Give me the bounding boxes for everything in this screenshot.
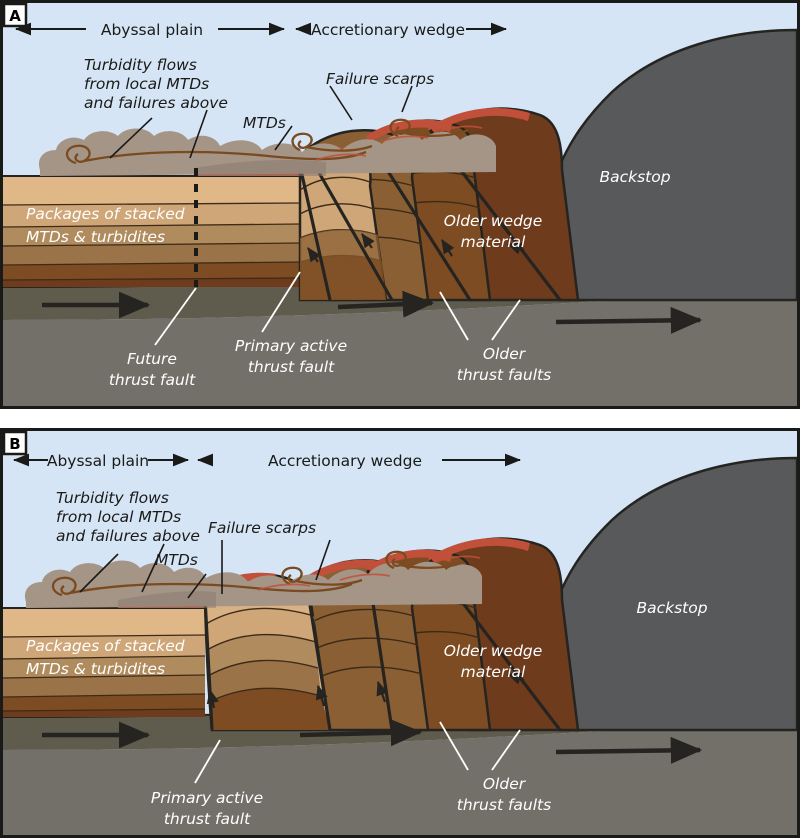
leader-lines-black-b <box>79 539 331 599</box>
turbidity-cloud-a <box>38 128 497 176</box>
label-backstop-b: Backstop <box>636 599 707 617</box>
leader-lines-white-a <box>154 271 521 346</box>
panel-letter-b: B <box>9 435 20 453</box>
header-accretionary-wedge-b: Accretionary wedge <box>268 452 422 470</box>
plate-motion-arrows-a <box>42 290 703 334</box>
backstop-a <box>556 28 797 302</box>
label-older-thrusts-line2-a: thrust faults <box>457 366 551 384</box>
label-turbidity-line2-b: from local MTDs <box>56 508 181 526</box>
turbidity-red-streaks-b <box>257 555 481 591</box>
header-abyssal-plain-a: Abyssal plain <box>101 21 203 39</box>
fault-slip-arrows-b <box>206 672 525 709</box>
label-mtds-b: MTDs <box>155 551 198 569</box>
label-primary-thrust-line1-b: Primary active <box>151 789 263 807</box>
label-turbidity-line2-a: from local MTDs <box>84 75 209 93</box>
labels-b: Turbidity flows from local MTDs and fail… <box>26 489 708 828</box>
label-packages-line2-a: MTDs & turbidites <box>26 228 165 246</box>
label-mtds-a: MTDs <box>243 114 286 132</box>
label-older-wedge-line1-a: Older wedge <box>444 212 543 230</box>
label-future-thrust-line2-a: thrust fault <box>109 371 196 389</box>
turbidity-swirls-a <box>65 118 469 165</box>
label-primary-thrust-line2-a: thrust fault <box>248 358 335 376</box>
thrust-sheet-1-layers-b <box>205 607 330 730</box>
label-failure-scarps-b: Failure scarps <box>208 519 316 537</box>
plate-motion-arrows-b <box>42 719 703 764</box>
header-accretionary-wedge-a: Accretionary wedge <box>311 21 465 39</box>
label-turbidity-line3-a: and failures above <box>84 94 228 112</box>
panel-a: Abyssal plain Accretionary wedge Turbidi… <box>0 0 800 410</box>
abyssal-sediment-stack-a <box>3 175 301 287</box>
label-turbidity-line1-a: Turbidity flows <box>84 56 197 74</box>
label-turbidity-line1-b: Turbidity flows <box>56 489 169 507</box>
label-packages-line1-a: Packages of stacked <box>26 205 185 223</box>
turbidity-red-streaks-a <box>315 125 483 161</box>
label-older-thrusts-line1-a: Older <box>483 345 527 363</box>
label-future-thrust-line1-a: Future <box>127 350 177 368</box>
header-abyssal-plain-b: Abyssal plain <box>47 452 149 470</box>
label-failure-scarps-a: Failure scarps <box>326 70 434 88</box>
panel-frame-b <box>0 428 800 838</box>
panel-frame-a <box>0 0 800 409</box>
panel-letter-box-b <box>2 430 28 456</box>
label-older-thrusts-line2-b: thrust faults <box>457 796 551 814</box>
label-packages-line1-b: Packages of stacked <box>26 637 185 655</box>
label-older-wedge-line1-b: Older wedge <box>444 642 543 660</box>
labels-a: Turbidity flows from local MTDs and fail… <box>26 56 671 389</box>
label-older-wedge-line2-b: material <box>461 663 526 681</box>
label-backstop-a: Backstop <box>599 168 670 186</box>
panel-letter-box-a <box>2 2 28 28</box>
fault-slip-arrows-a <box>307 233 525 263</box>
leader-lines-black-a <box>109 85 413 159</box>
turbidity-swirls-b <box>51 550 465 597</box>
leader-lines-white-b <box>194 721 521 784</box>
panel-letter-a: A <box>9 7 21 25</box>
label-packages-line2-b: MTDs & turbidites <box>26 660 165 678</box>
label-turbidity-line3-b: and failures above <box>56 527 200 545</box>
label-older-wedge-line2-a: material <box>461 233 526 251</box>
backstop-b <box>556 456 797 732</box>
basement-lower-b <box>3 720 797 836</box>
turbidity-cloud-b <box>24 560 483 608</box>
panel-b: Abyssal plain Accretionary wedge Turbidi… <box>0 428 800 839</box>
label-older-thrusts-line1-b: Older <box>483 775 527 793</box>
label-primary-thrust-line1-a: Primary active <box>235 337 347 355</box>
label-primary-thrust-line2-b: thrust fault <box>164 810 251 828</box>
